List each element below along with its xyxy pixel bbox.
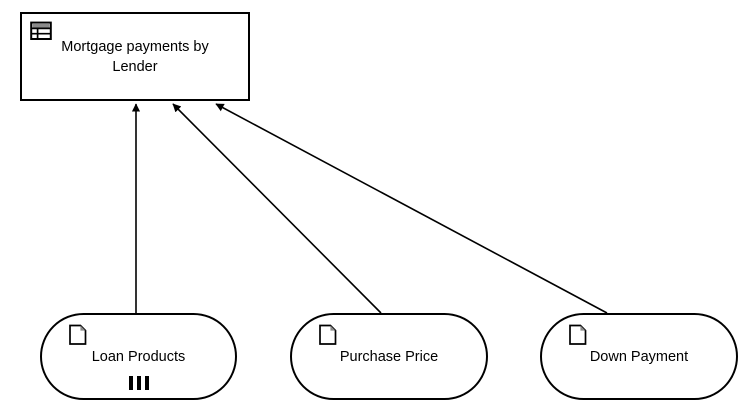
- edge-line: [215, 103, 608, 314]
- edge-line: [172, 103, 382, 314]
- node-mortgage-payments-by-lender[interactable]: Mortgage payments by Lender: [20, 12, 250, 101]
- document-icon: [68, 324, 90, 346]
- node-label: Down Payment: [589, 348, 689, 365]
- node-label: Mortgage payments by Lender: [61, 38, 209, 75]
- node-label: Loan Products: [91, 348, 186, 365]
- table-icon: [30, 21, 52, 43]
- node-purchase-price[interactable]: Purchase Price: [290, 313, 488, 400]
- document-icon: [318, 324, 340, 346]
- node-label: Purchase Price: [339, 348, 439, 365]
- node-down-payment[interactable]: Down Payment: [540, 313, 738, 400]
- node-loan-products[interactable]: Loan Products: [40, 313, 237, 400]
- document-icon: [568, 324, 590, 346]
- bars-marker: [42, 376, 235, 390]
- edge-purchase-price-to-mortgage-payments: [172, 103, 382, 314]
- edge-down-payment-to-mortgage-payments: [215, 103, 608, 314]
